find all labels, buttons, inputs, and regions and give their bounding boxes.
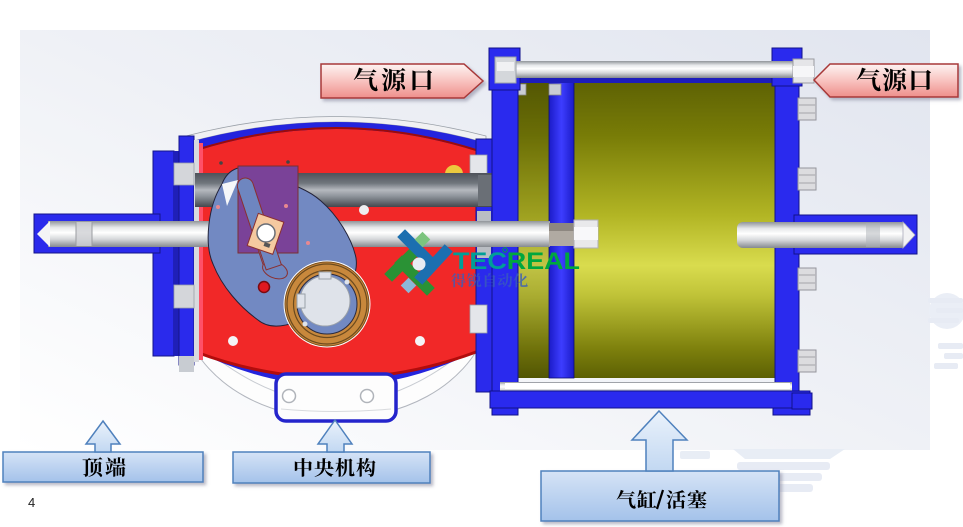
svg-text:4: 4 (28, 495, 35, 510)
